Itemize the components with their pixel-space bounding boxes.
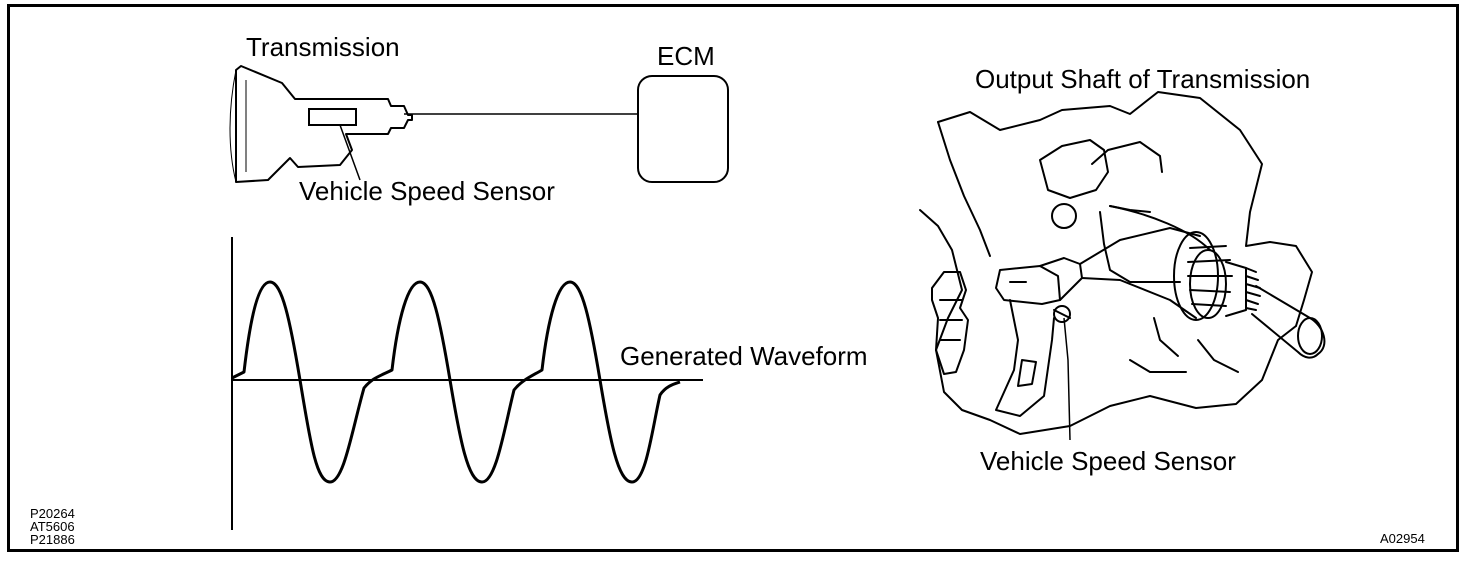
vehicle-speed-sensor-symbol bbox=[308, 108, 357, 126]
figure-id: A02954 bbox=[1380, 531, 1425, 546]
reference-code-3: P21886 bbox=[30, 532, 75, 547]
right-sensor-leader-line bbox=[1063, 317, 1071, 441]
sensor-leader-line bbox=[339, 124, 361, 181]
transmission-label: Transmission bbox=[246, 32, 400, 62]
generated-waveform-label: Generated Waveform bbox=[620, 341, 868, 371]
output-shaft-illustration bbox=[919, 91, 1326, 435]
ecm-box bbox=[637, 75, 729, 183]
reference-code-2: AT5606 bbox=[30, 519, 75, 534]
vehicle-speed-sensor-label-right: Vehicle Speed Sensor bbox=[980, 446, 1236, 476]
reference-code-1: P20264 bbox=[30, 506, 75, 521]
vehicle-speed-sensor-label-left: Vehicle Speed Sensor bbox=[299, 176, 555, 206]
generated-waveform-curve bbox=[231, 280, 681, 484]
waveform-graph bbox=[231, 237, 703, 530]
output-shaft-label: Output Shaft of Transmission bbox=[975, 64, 1311, 94]
ecm-label: ECM bbox=[657, 41, 715, 71]
transmission-housing bbox=[229, 65, 413, 183]
